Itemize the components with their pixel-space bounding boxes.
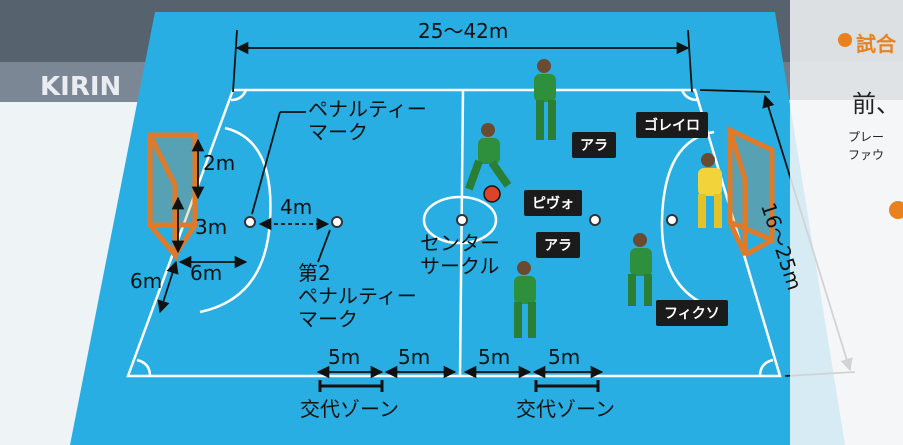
position-tag-pivo: ピヴォ [524, 190, 582, 216]
player-ala-bottom [514, 261, 536, 338]
center-mark [456, 214, 468, 226]
zone-segment-3: 5m [478, 345, 511, 369]
ad-board-logo: KIRIN [40, 72, 121, 102]
goal-width-label: 3m [195, 215, 228, 239]
right-second-penalty-mark [589, 214, 601, 226]
player-fixo [628, 233, 652, 306]
halfway-line [458, 89, 465, 377]
penalty-side-arrow [157, 260, 179, 314]
ball [483, 185, 501, 203]
substitution-zone-left-label: 交代ゾーン [300, 397, 399, 421]
corner-arc-top-right [680, 89, 699, 102]
length-label: 25〜42m [418, 19, 509, 43]
center-circle-label: センター サークル [420, 231, 500, 278]
dimension-lines [157, 29, 856, 392]
side-line-3: ファウ [848, 148, 885, 162]
player-goleiro [698, 153, 722, 228]
field-marks [244, 214, 678, 228]
heading-bullet [838, 33, 852, 47]
penalty-mark-label: ペナルティー マーク [308, 97, 427, 144]
goal-height-label: 2m [203, 151, 236, 175]
right-penalty-mark [666, 214, 678, 226]
court-surface [70, 12, 845, 445]
left-penalty-mark [244, 216, 256, 228]
second-penalty-leader [317, 229, 331, 263]
penalty-side-label: 6m [130, 269, 163, 293]
penalty-gap-label: 4m [280, 195, 313, 219]
side-bullet-2 [889, 201, 903, 219]
position-tag-goleiro: ゴレイロ [636, 112, 708, 138]
penalty-depth-label: 6m [190, 261, 223, 285]
position-tag-ala-top: アラ [572, 132, 616, 158]
side-line-1: 前、 [852, 90, 900, 118]
zone-segment-2: 5m [398, 345, 431, 369]
right-penalty-area [660, 130, 729, 314]
left-goal [147, 132, 198, 262]
left-second-penalty-mark [331, 216, 343, 228]
second-penalty-mark-label: 第2 ペナルティー マーク [298, 261, 417, 331]
corner-arc-top-left [230, 89, 248, 102]
side-line-2: プレー [848, 130, 885, 144]
side-panel [790, 0, 903, 445]
corner-arc-bottom-left [136, 358, 152, 377]
side-heading: 試合 [856, 32, 896, 56]
zone-segment-4: 5m [548, 345, 581, 369]
zone-segment-1: 5m [328, 345, 361, 369]
substitution-zone-right-label: 交代ゾーン [516, 397, 615, 421]
center-circle [422, 195, 498, 245]
player-ala-top [534, 59, 556, 140]
position-tag-ala-bottom: アラ [536, 232, 580, 258]
player-pivo [465, 123, 512, 191]
position-tag-fixo: フィクソ [656, 300, 728, 326]
